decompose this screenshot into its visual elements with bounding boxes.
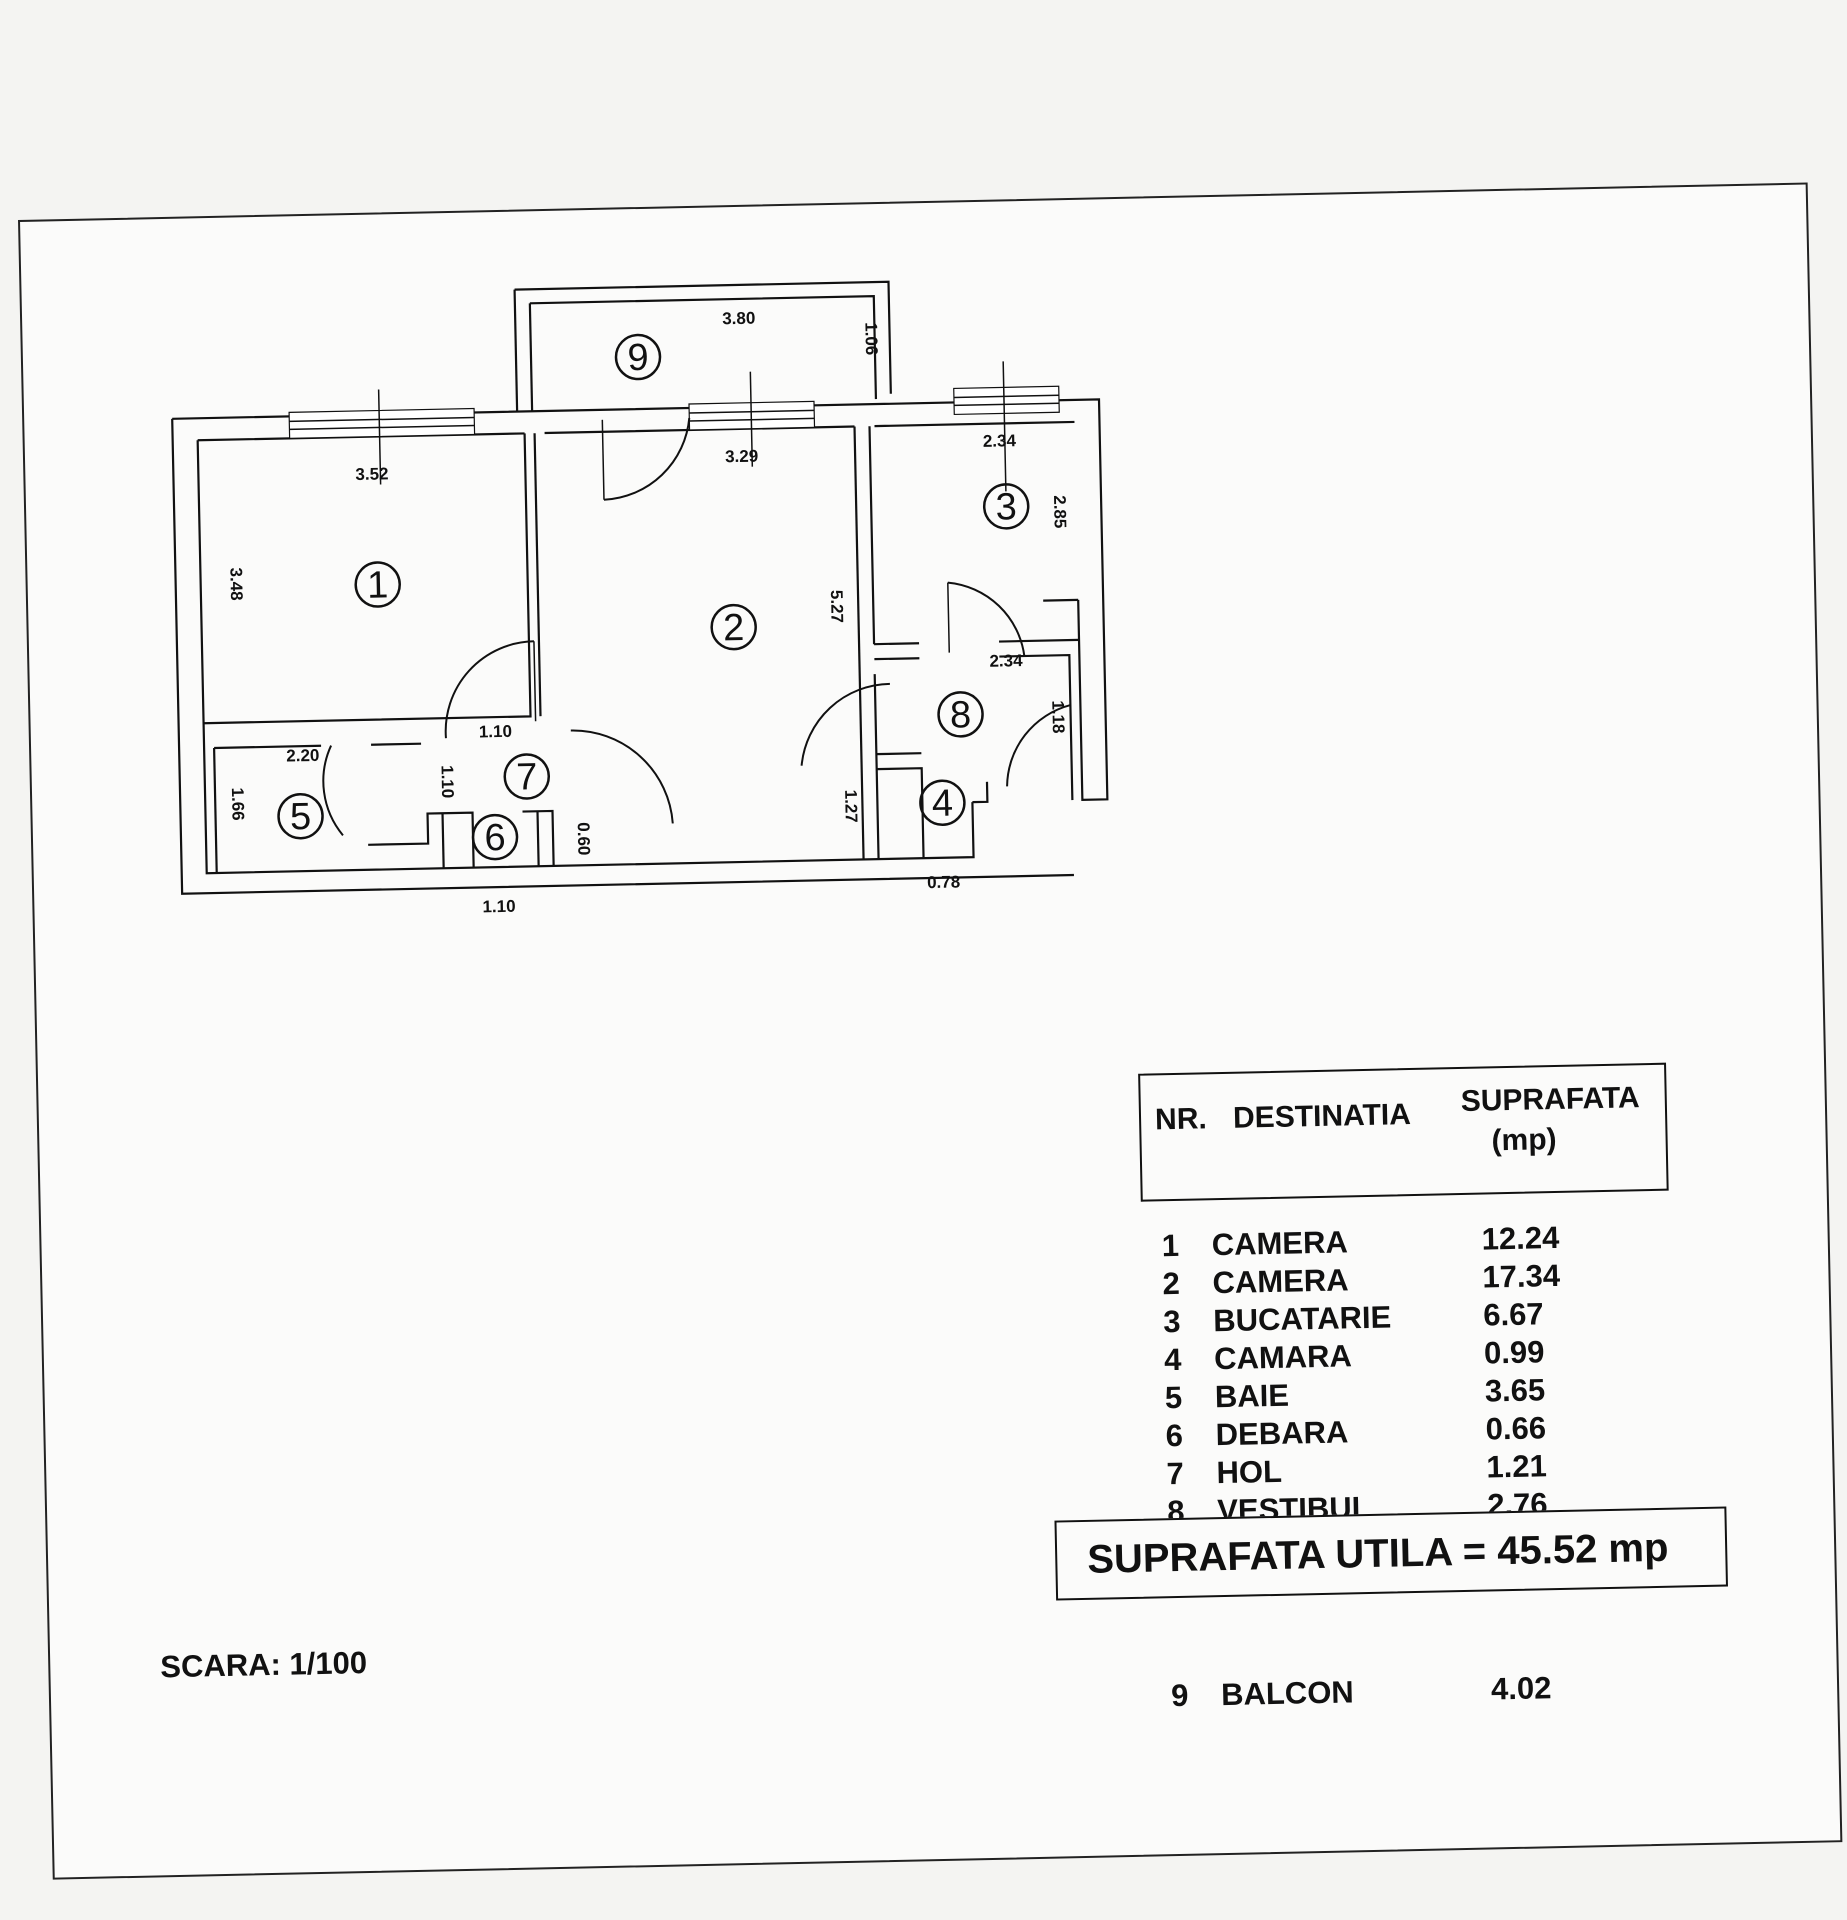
room-1-label: 1 [367,564,389,606]
legend-row: 3 BUCATARIE 6.67 [1163,1296,1544,1342]
room-7-label: 7 [516,756,538,798]
room-8-marker [937,691,984,738]
dim-baie-width: 2.20 [286,746,319,766]
floor-plan: 1 2 3 4 5 6 7 8 9 3.80 1.06 3.52 3.29 2.… [171,280,1109,917]
windows [288,361,1060,492]
room-5-marker [277,792,324,840]
row-dest: BAIE [1214,1377,1290,1415]
row-sup: 0.66 [1485,1410,1547,1447]
row-dest: CAMERA [1211,1224,1349,1263]
row-nr: 6 [1165,1417,1184,1454]
dim-bottom-left: 1.10 [482,897,515,917]
row-nr: 5 [1164,1379,1183,1416]
room-6-marker [471,813,519,861]
row-nr: 3 [1162,1303,1181,1340]
legend-row: 7 HOL 1.21 [1166,1448,1547,1494]
room-7-marker [503,753,551,800]
row-nr: 2 [1162,1265,1181,1302]
room-5-label: 5 [290,796,312,838]
row-dest: HOL [1216,1453,1283,1491]
row-sup: 3.65 [1484,1372,1546,1409]
room-labels: 1 2 3 4 5 6 7 8 9 [277,333,1030,861]
room-4-marker [919,779,966,827]
row-nr: 4 [1163,1341,1182,1378]
total-area-text: SUPRAFATA UTILA = 45.52 mp [1086,1525,1669,1582]
row-sup: 1.21 [1486,1448,1548,1485]
row-sup: 6.67 [1482,1296,1544,1333]
dim-room2-width: 3.29 [725,447,758,467]
legend-col-suprafata: SUPRAFATA [1460,1081,1640,1118]
walls [171,280,1109,895]
legend-header-box: NR. DESTINATIA SUPRAFATA (mp) [1138,1062,1669,1202]
dim-hol-depth: 1.10 [438,765,458,798]
dim-hol-width: 1.10 [479,722,512,742]
room-3-marker [982,483,1030,530]
legend-row: 4 CAMARA 0.99 [1164,1334,1545,1380]
room-4-label: 4 [931,783,953,825]
row-sup: 12.24 [1481,1219,1560,1257]
legend-row: 5 BAIE 3.65 [1165,1372,1546,1418]
dim-kitchen-width: 2.34 [983,431,1017,451]
doors [322,417,1071,836]
row-nr: 7 [1166,1455,1185,1492]
row-dest: CAMERA [1212,1262,1349,1301]
balcony-sup: 4.02 [1490,1670,1552,1707]
room-9-label: 9 [627,337,649,379]
room-8-label: 8 [950,694,972,736]
room-6-label: 6 [484,817,506,859]
legend-row: 2 CAMERA 17.34 [1162,1258,1560,1304]
row-dest: CAMARA [1213,1338,1353,1377]
legend-row: 1 CAMERA 12.24 [1161,1220,1559,1266]
dim-room2-depth: 5.27 [827,590,847,623]
dim-vestibul-depth: 1.18 [1048,700,1068,733]
room-2-marker [710,603,757,651]
balcony-dest: BALCON [1220,1674,1355,1713]
dim-camara-depth: 1.27 [841,789,861,822]
dim-baie-depth: 1.66 [228,787,248,820]
legend-col-destinatia: DESTINATIA [1232,1098,1412,1135]
balcony-nr: 9 [1170,1677,1189,1714]
dim-vestibul-width: 2.34 [989,651,1023,671]
dim-room1-width: 3.52 [355,464,388,484]
room-9-marker [614,333,662,381]
row-sup: 0.99 [1483,1334,1545,1371]
row-sup: 17.34 [1482,1257,1561,1295]
row-dest: DEBARA [1215,1414,1349,1453]
row-nr: 1 [1161,1227,1180,1264]
dim-room1-depth: 3.48 [226,567,246,600]
scale-label: SCARA: 1/100 [159,1645,368,1685]
room-1-marker [354,561,401,608]
room-3-label: 3 [995,486,1017,528]
dim-balcony-width: 3.80 [722,309,755,329]
plan-sheet: 1 2 3 4 5 6 7 8 9 3.80 1.06 3.52 3.29 2.… [18,182,1843,1880]
row-dest: BUCATARIE [1212,1299,1392,1339]
dim-kitchen-depth: 2.85 [1050,495,1070,528]
dimension-labels: 3.80 1.06 3.52 3.29 2.34 2.85 3.48 5.27 … [226,309,1070,917]
dim-debara-width: 0.60 [574,822,594,855]
legend-col-unit: (mp) [1491,1122,1557,1158]
room-2-label: 2 [723,607,745,649]
dim-balcony-depth: 1.06 [861,322,881,355]
legend-row: 6 DEBARA 0.66 [1165,1410,1546,1456]
dim-bottom-right: 0.78 [927,872,960,892]
total-area-box: SUPRAFATA UTILA = 45.52 mp [1054,1506,1728,1601]
legend-col-nr: NR. [1154,1102,1208,1137]
